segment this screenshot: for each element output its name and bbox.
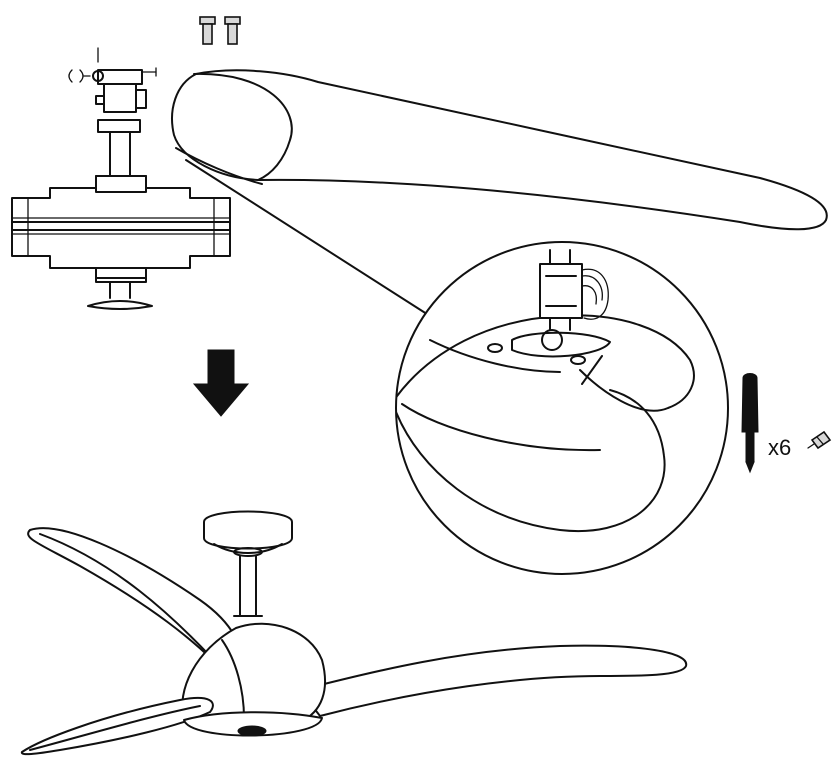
assembled-ceiling-fan bbox=[20, 510, 688, 756]
detail-leader-line bbox=[185, 159, 431, 317]
bolt-pair-icon bbox=[199, 16, 241, 45]
fan-blade-detached bbox=[171, 69, 828, 231]
fan-motor-assembly bbox=[11, 47, 231, 310]
magnified-detail bbox=[395, 241, 729, 575]
screwdriver-icon bbox=[741, 373, 759, 474]
quantity-label: x6 bbox=[768, 435, 791, 460]
arrow-down-icon bbox=[192, 349, 250, 417]
screw-icon bbox=[807, 430, 832, 450]
